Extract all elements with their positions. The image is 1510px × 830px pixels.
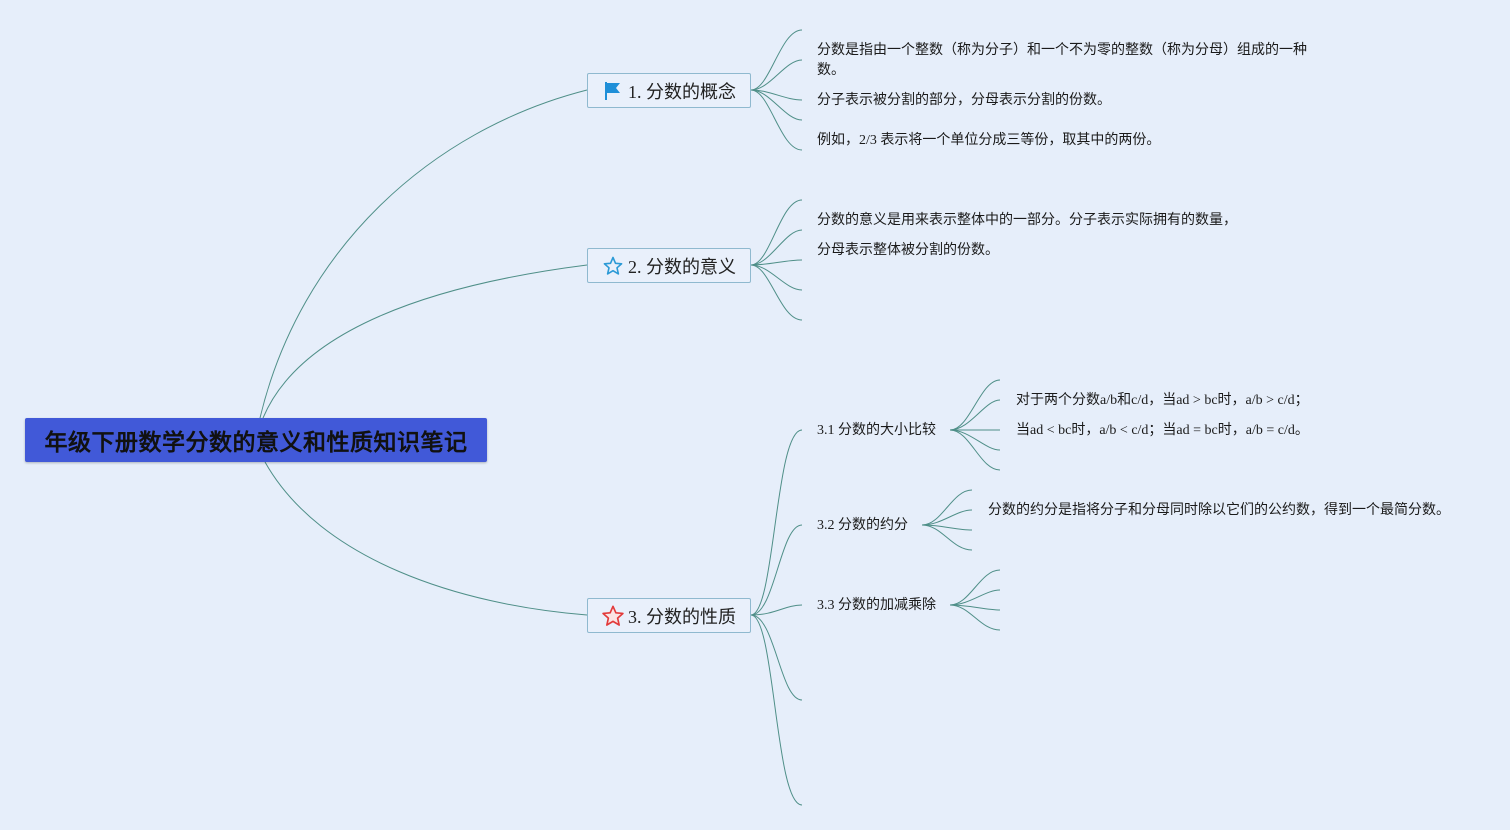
subtopic-reduction[interactable]: 3.2 分数的约分 <box>817 518 908 533</box>
root-topic[interactable]: 年级下册数学分数的意义和性质知识笔记 <box>25 418 487 462</box>
connector-root-branch2 <box>262 264 588 419</box>
fan-branch1 <box>750 29 803 151</box>
comparison-note-2: 当ad < bc时，a/b < c/d；当ad = bc时，a/b = c/d。 <box>1016 423 1309 438</box>
star-outline-icon <box>602 255 624 277</box>
reduction-note-1: 分数的约分是指将分子和分母同时除以它们的公约数，得到一个最简分数。 <box>988 503 1450 518</box>
subtopic-comparison[interactable]: 3.1 分数的大小比较 <box>817 423 936 438</box>
branch-properties-label: 3. 分数的性质 <box>628 606 736 627</box>
connector-root-branch1 <box>259 89 588 419</box>
concept-note-1a: 分数是指由一个整数（称为分子）和一个不为零的整数（称为分母）组成的一种 <box>817 43 1307 58</box>
branch-meaning[interactable]: 2. 分数的意义 <box>587 248 751 283</box>
fan-branch2 <box>750 199 803 321</box>
comparison-note-1: 对于两个分数a/b和c/d，当ad > bc时，a/b > c/d； <box>1016 393 1309 408</box>
star-red-icon <box>602 604 624 627</box>
fan-branch3 <box>750 429 803 806</box>
fan-sub33 <box>949 569 1001 631</box>
flag-icon <box>602 80 624 102</box>
branch-concept[interactable]: 1. 分数的概念 <box>587 73 751 108</box>
root-title: 年级下册数学分数的意义和性质知识笔记 <box>44 430 468 456</box>
fan-sub32 <box>921 489 973 551</box>
connector-root-branch3 <box>264 461 588 616</box>
fan-sub31 <box>949 379 1001 471</box>
meaning-note-1: 分数的意义是用来表示整体中的一部分。分子表示实际拥有的数量， <box>817 213 1237 228</box>
branch-meaning-label: 2. 分数的意义 <box>628 256 736 277</box>
concept-note-1b: 数。 <box>817 63 845 78</box>
concept-note-2: 分子表示被分割的部分，分母表示分割的份数。 <box>817 93 1111 108</box>
branch-properties[interactable]: 3. 分数的性质 <box>587 598 751 633</box>
meaning-note-2: 分母表示整体被分割的份数。 <box>817 243 999 258</box>
concept-note-3: 例如，2/3 表示将一个单位分成三等份，取其中的两份。 <box>817 133 1161 148</box>
subtopic-operations[interactable]: 3.3 分数的加减乘除 <box>817 598 936 613</box>
branch-concept-label: 1. 分数的概念 <box>628 81 736 102</box>
